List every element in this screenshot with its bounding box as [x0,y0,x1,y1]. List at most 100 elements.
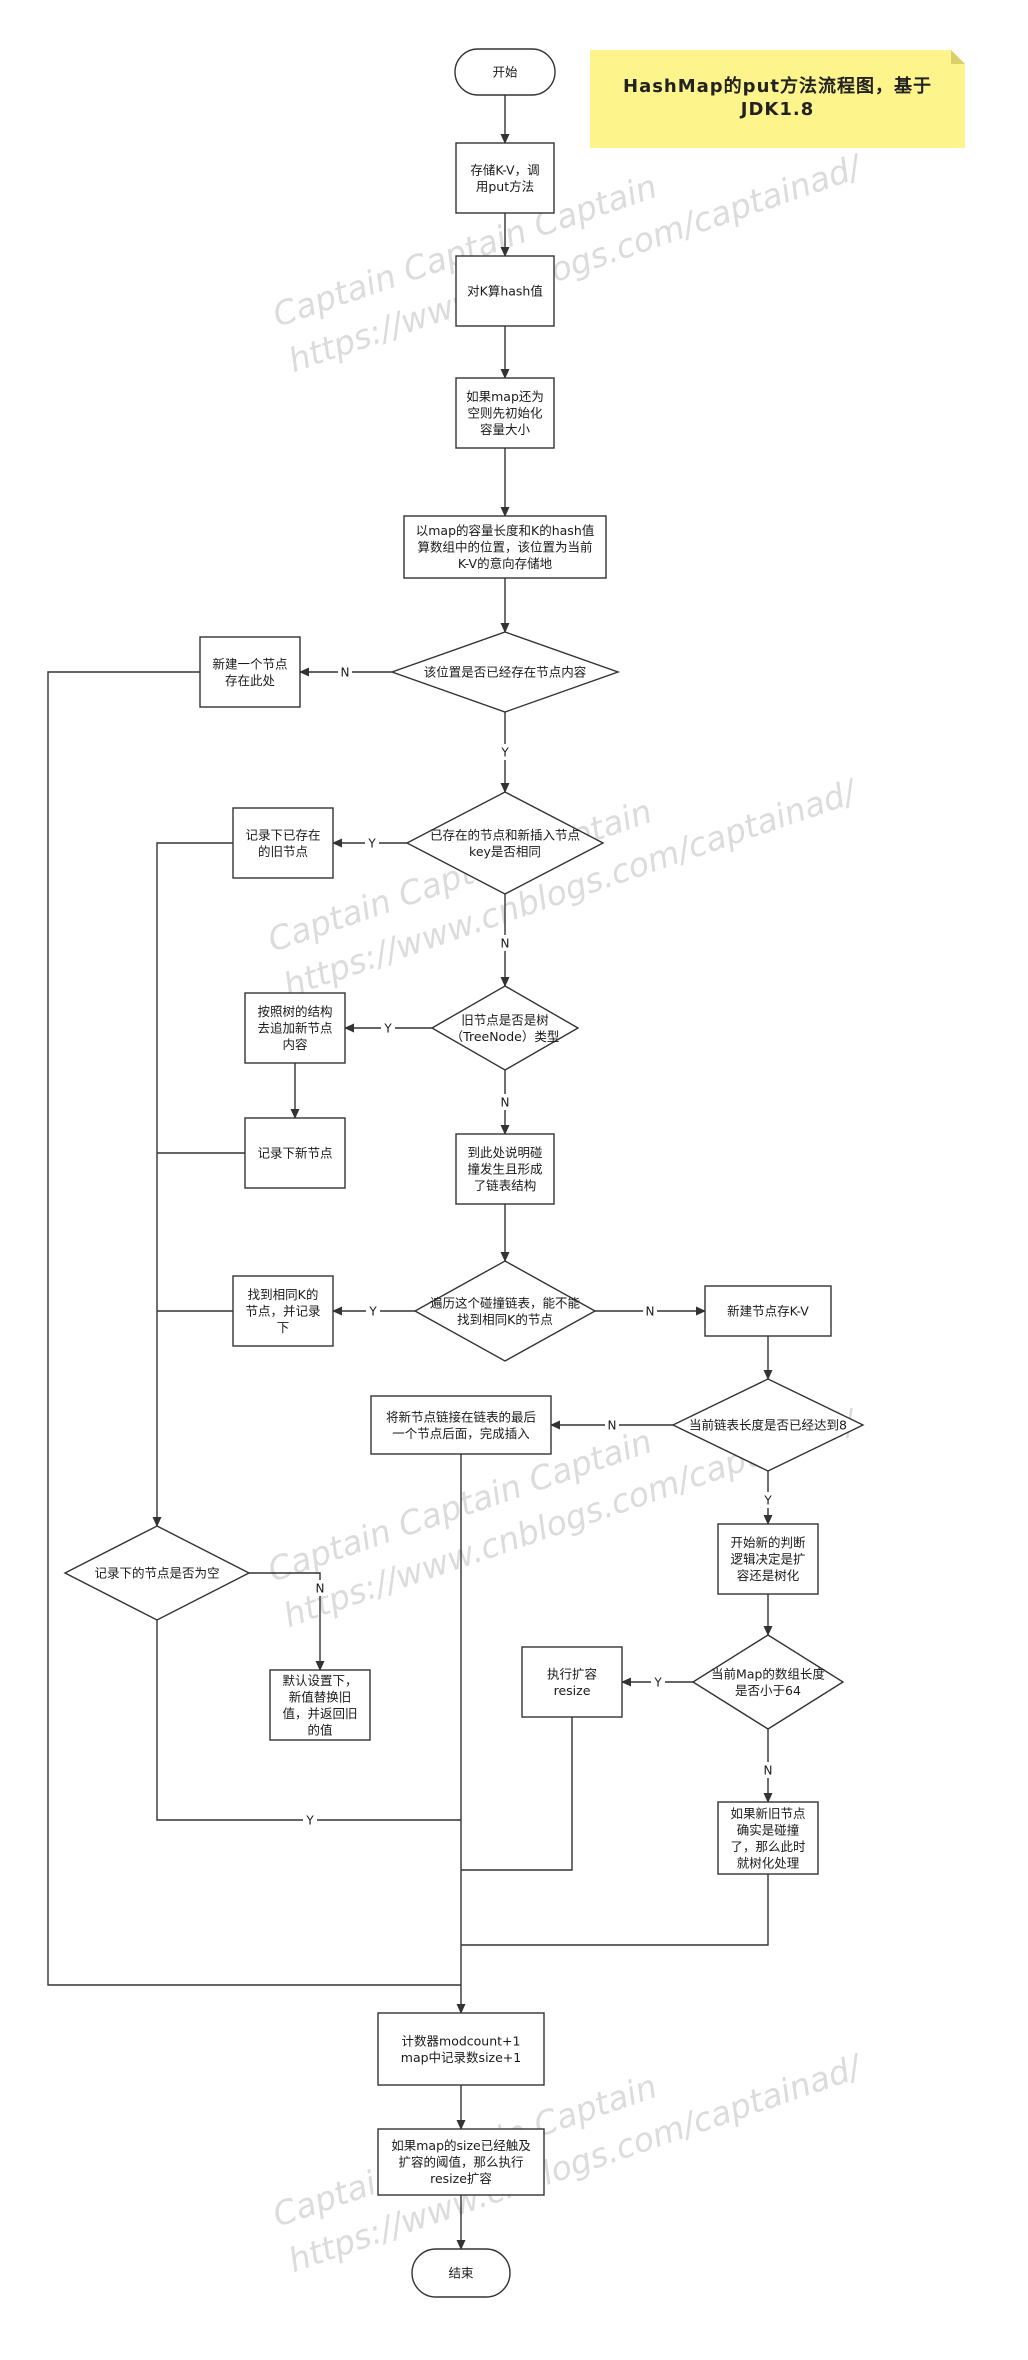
decision-diamond [405,791,605,895]
svg-text:N: N [341,666,350,680]
process-box [377,2128,545,2196]
node-label: 记录下新节点 [257,1146,332,1161]
node-label: 对K算hash值 [467,284,543,299]
process-box [455,255,555,327]
node-label: 开始 [492,65,518,80]
svg-text:Y: Y [763,1494,772,1508]
node-new-kv: 新建节点存K-V [704,1285,832,1337]
node-label: 到此处说明碰撞发生且形成了链表结构 [467,1145,542,1193]
decision-diamond [671,1378,865,1472]
edge-newnode-merge [47,671,461,1986]
process-box [244,1117,346,1189]
process-box [455,377,555,449]
edge-resize-merge [461,1717,573,1871]
edge-null-replace [249,1572,325,1671]
node-label: 如果新旧节点确实是碰撞了，那么此时就树化处理 [730,1806,806,1871]
node-label: 新建节点存K-V [727,1304,809,1319]
svg-text:N: N [501,1096,510,1110]
process-box [232,1275,334,1347]
edge-label-key-same-yes: Y [365,835,379,851]
decision-diamond [430,985,580,1071]
node-label: 旧节点是否是树（TreeNode）类型 [451,1012,560,1044]
svg-text:Y: Y [383,1022,392,1036]
svg-text:Y: Y [500,746,509,760]
process-box [370,1395,552,1455]
terminal-box [454,48,556,96]
node-hash-k: 对K算hash值 [455,255,555,327]
note-body [590,50,965,148]
node-label: 记录下已存在的旧节点 [245,827,320,859]
svg-text:Y: Y [305,1814,314,1828]
edge-old-spine [152,842,233,1527]
process-box [403,515,607,579]
node-label: 默认设置下，新值替换旧值，并返回旧的值 [282,1673,357,1738]
node-label: 该位置是否已经存在节点内容 [424,665,587,680]
edge-label-lt64-yes: Y [651,1674,665,1690]
node-linked-formed: 到此处说明碰撞发生且形成了链表结构 [455,1133,555,1205]
edge-label-null-yes: Y [303,1812,317,1828]
edge-label-len8-yes: Y [761,1492,775,1508]
node-label: 开始新的判断逻辑决定是扩容还是树化 [730,1535,805,1583]
process-box [455,142,555,214]
node-treeify: 如果新旧节点确实是碰撞了，那么此时就树化处理 [717,1801,819,1875]
edge-null-merge [156,1620,461,1821]
decision-diamond [691,1634,845,1730]
svg-text:N: N [316,1582,325,1596]
process-box [244,992,346,1064]
node-label: 如果map还为空则先初始化容量大小 [466,389,544,437]
decision-diamond [389,631,621,713]
watermark: Captain Captain Captainhttps://www.cnblo… [268,2046,869,2280]
node-label: 当前链表长度是否已经达到8 [689,1418,847,1433]
node-label: 结束 [448,2266,474,2281]
edge-label-lt64-no: N [761,1762,775,1778]
node-label: 找到相同K的节点，并记录下 [245,1287,320,1335]
svg-text:Y: Y [653,1676,662,1690]
edge-label-pos-exists-yes: Y [498,744,512,760]
process-box [232,807,334,879]
edge-treeify-merge [461,1874,769,1946]
node-is-tree: 旧节点是否是树（TreeNode）类型 [430,985,580,1071]
svg-text:N: N [646,1305,655,1319]
node-append-tail: 将新节点链接在链表的最后一个节点后面，完成插入 [370,1395,552,1455]
node-label: 存储K-V，调用put方法 [470,162,539,194]
svg-text:N: N [608,1419,617,1433]
process-box [199,636,301,708]
svg-text:N: N [501,937,510,951]
edge-label-key-same-no: N [498,935,512,951]
process-box [717,1801,819,1875]
node-traverse-list: 遍历这个碰撞链表，能不能找到相同K的节点 [413,1260,597,1362]
node-label: 将新节点链接在链表的最后一个节点后面，完成插入 [386,1409,536,1441]
decision-diamond [413,1260,597,1362]
svg-text:Y: Y [368,1305,377,1319]
node-new-node-here: 新建一个节点存在此处 [199,636,301,708]
node-store-kv: 存储K-V，调用put方法 [455,142,555,214]
decision-diamond [63,1525,251,1621]
note-fold [951,50,965,64]
node-replace-old: 默认设置下，新值替换旧值，并返回旧的值 [269,1669,371,1741]
edge-label-traverse-no: N [643,1303,657,1319]
node-start: 开始 [454,48,556,96]
node-record-old: 记录下已存在的旧节点 [232,807,334,879]
node-pos-exists: 该位置是否已经存在节点内容 [389,631,621,713]
edge-label-len8-no: N [605,1417,619,1433]
node-start-judge: 开始新的判断逻辑决定是扩容还是树化 [717,1523,819,1595]
edge-label-is-tree-yes: Y [381,1020,395,1036]
node-label: 遍历这个碰撞链表，能不能找到相同K的节点 [430,1295,581,1327]
node-record-new: 记录下新节点 [244,1117,346,1189]
process-box [269,1669,371,1741]
node-array-lt-64: 当前Map的数组长度是否小于64 [691,1634,845,1730]
process-box [377,2012,545,2086]
